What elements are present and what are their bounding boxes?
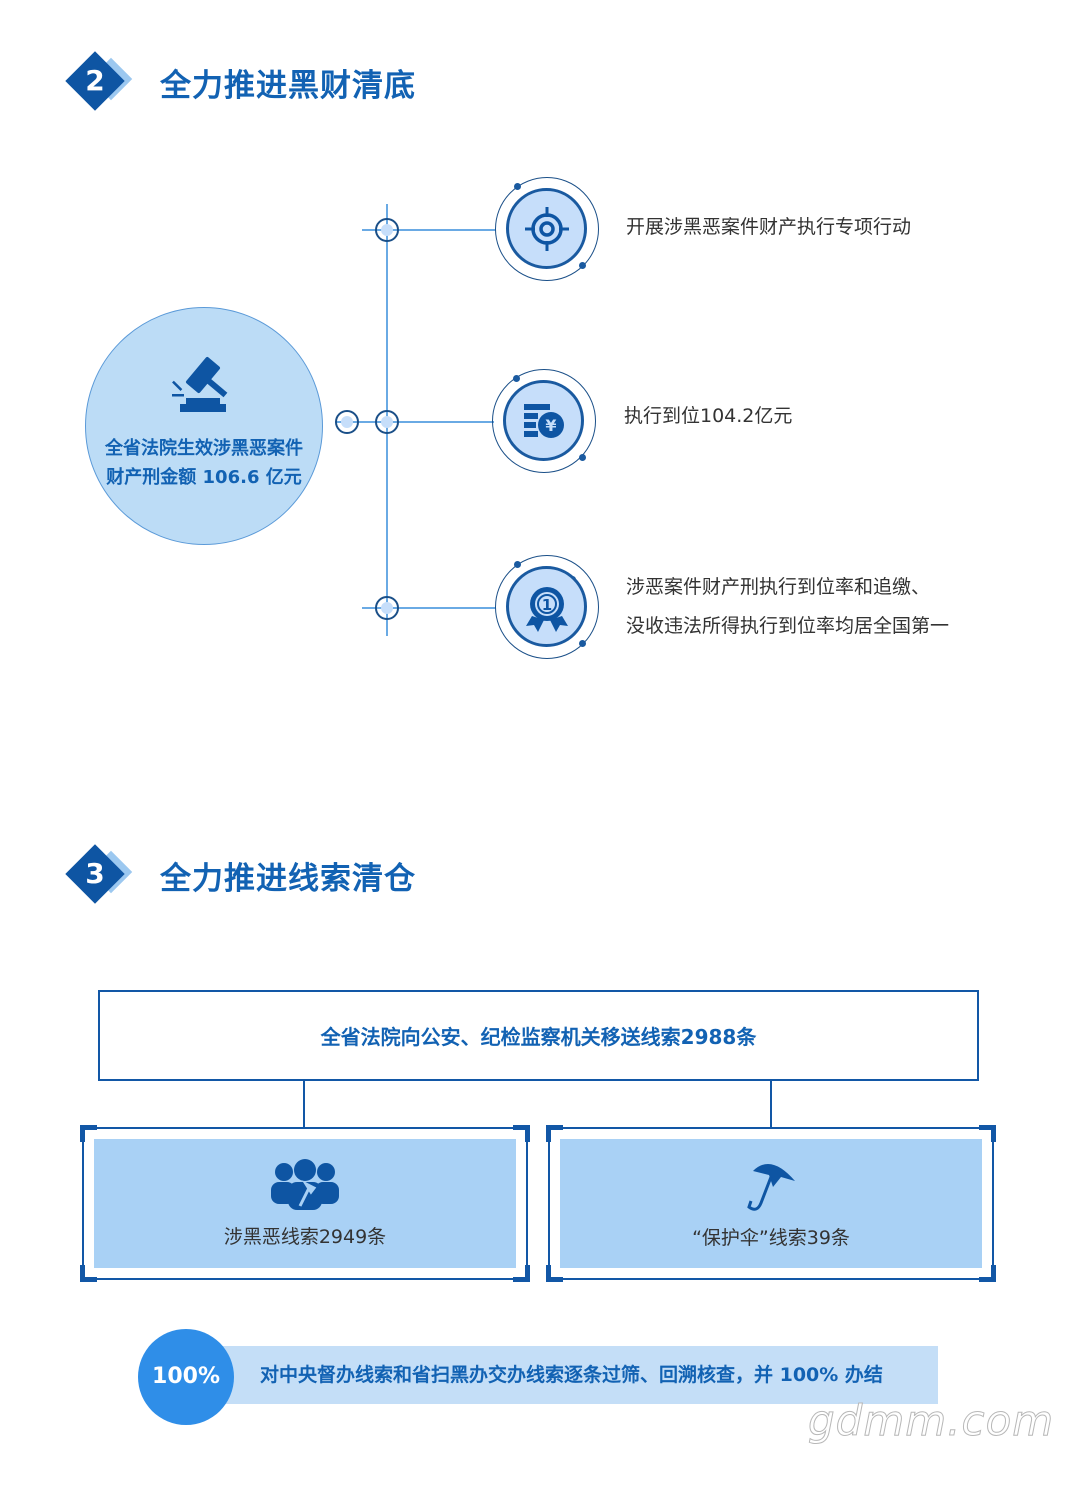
medal-icon-badge: 1 xyxy=(495,555,599,659)
section-number: 2 xyxy=(85,64,105,97)
center-line-2: 财产刑金额 106.6 亿元 xyxy=(106,467,302,488)
svg-text:¥: ¥ xyxy=(545,416,556,435)
total-amount-circle: 全省法院生效涉黑恶案件 财产刑金额 106.6 亿元 xyxy=(85,307,323,545)
umbrella-clues-card: “保护伞”线索39条 xyxy=(546,1125,996,1282)
item-text-1: 开展涉黑恶案件财产执行专项行动 xyxy=(626,208,911,247)
gang-clues-card: 涉黑恶线索2949条 xyxy=(80,1125,530,1282)
connector-3 xyxy=(362,607,496,609)
item-text-2: 执行到位104.2亿元 xyxy=(624,397,792,436)
total-clues-text: 全省法院向公安、纪检监察机关移送线索2988条 xyxy=(320,1025,757,1049)
first-place-medal-icon: 1 xyxy=(525,586,568,632)
connector-node xyxy=(375,596,399,620)
item-line: 没收违法所得执行到位率均居全国第一 xyxy=(626,615,950,637)
total-clues-box: 全省法院向公安、纪检监察机关移送线索2988条 xyxy=(98,990,979,1081)
target-icon-badge xyxy=(495,177,599,281)
connector-1 xyxy=(362,229,496,231)
watermark: gdmm.com xyxy=(807,1396,1055,1446)
completion-banner: 对中央督办线索和省扫黑办交办线索逐条过筛、回溯核查，并 100% 办结 xyxy=(190,1346,938,1404)
connector-node xyxy=(375,410,399,434)
section-3-header: 3 全力推进线索清仓 xyxy=(65,844,566,909)
money-yuan-icon: ¥ xyxy=(523,403,564,438)
connector-node xyxy=(335,410,359,434)
connector-2 xyxy=(335,421,494,423)
section-2-header: 2 全力推进黑财清底 xyxy=(65,51,566,116)
umbrella-clues-label: “保护伞”线索39条 xyxy=(692,1227,850,1249)
percent-badge: 100% xyxy=(138,1329,234,1425)
gang-clues-label: 涉黑恶线索2949条 xyxy=(223,1226,387,1248)
tree-connector-right xyxy=(770,1080,772,1128)
target-icon xyxy=(524,206,569,251)
connector-node xyxy=(375,218,399,242)
completion-text: 对中央督办线索和省扫黑办交办线索逐条过筛、回溯核查，并 100% 办结 xyxy=(260,1364,883,1386)
gavel-icon xyxy=(172,357,228,412)
money-icon-badge: ¥ xyxy=(492,369,596,473)
tree-connector-left xyxy=(303,1080,305,1128)
gang-people-icon xyxy=(271,1159,339,1210)
section-title: 全力推进线索清仓 xyxy=(160,861,416,897)
center-line-1: 全省法院生效涉黑恶案件 xyxy=(105,438,303,459)
section-title: 全力推进黑财清底 xyxy=(160,68,416,104)
section-number: 3 xyxy=(85,857,105,890)
item-line: 执行到位104.2亿元 xyxy=(624,405,793,427)
umbrella-icon xyxy=(747,1163,795,1211)
item-line: 开展涉黑恶案件财产执行专项行动 xyxy=(626,216,912,238)
item-line: 涉恶案件财产刑执行到位率和追缴、 xyxy=(626,576,931,598)
svg-text:1: 1 xyxy=(541,596,551,614)
item-text-3: 涉恶案件财产刑执行到位率和追缴、 没收违法所得执行到位率均居全国第一 xyxy=(626,568,949,646)
